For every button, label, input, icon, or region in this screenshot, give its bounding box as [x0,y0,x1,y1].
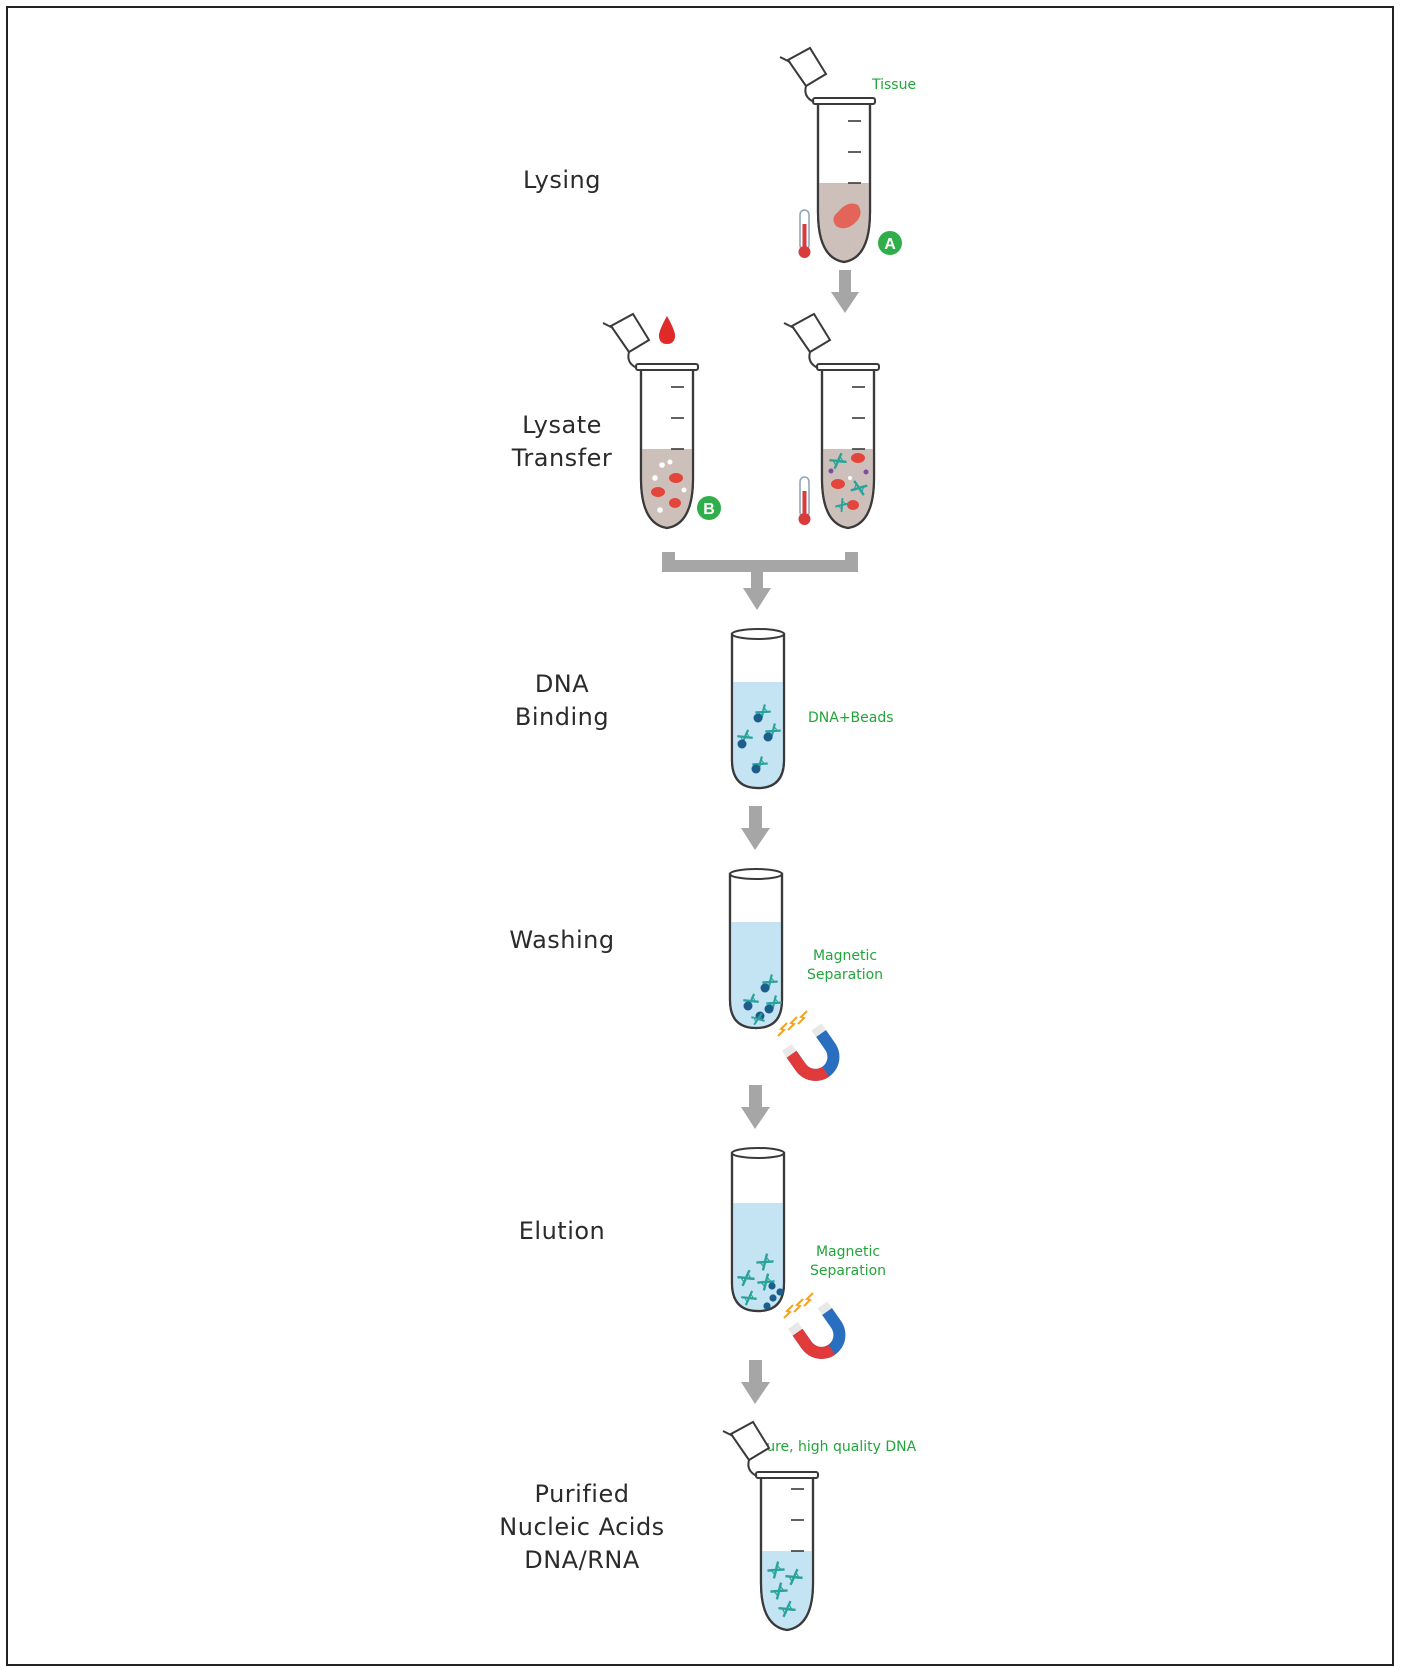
blood-drop-icon [658,316,676,344]
magnet-icon [788,1301,846,1359]
step-label-washing: Washing [432,924,692,957]
step-label-purified-line1: Purified [534,1480,630,1508]
microtube-purified [722,1420,819,1632]
step-label-purified: Purified Nucleic Acids DNA/RNA [452,1478,712,1577]
step-label-elution-text: Elution [518,1217,606,1245]
step-label-dna-binding: DNA Binding [432,668,692,734]
badge-b-icon: B [697,496,721,520]
note-magnetic-line2: Separation [809,1263,887,1279]
note-pure-dna: Pure, high quality DNA [758,1439,917,1455]
arrow-down-icon [741,1085,770,1129]
step-label-lysate-line1: Lysate [522,411,602,439]
step-label-elution: Elution [432,1215,692,1248]
magnet-icon [782,1023,840,1081]
step-label-lysate-line2: Transfer [511,444,613,472]
step-label-purified-line2: Nucleic Acids [499,1513,665,1541]
arrow-down-icon [741,1360,770,1404]
arrow-down-icon [831,270,859,313]
thermometer-icon [798,209,811,258]
step-label-lysate-transfer: Lysate Transfer [432,409,692,475]
microtube-lysing [779,46,876,264]
step-label-lysing: Lysing [432,164,692,197]
tissue-piece [833,203,861,229]
note-magnetic-line2: Separation [806,967,884,983]
tube-elution [730,1147,786,1313]
step-label-dna-binding-line2: Binding [514,703,610,731]
note-dna-beads: DNA+Beads [808,710,894,726]
merge-arrow-icon [662,552,858,610]
note-magnetic-separation-elution: Magnetic Separation [798,1243,898,1281]
magnetic-force-icon [783,1292,814,1319]
microtube-lysate [783,312,880,530]
thermometer-icon [798,476,811,525]
svg-text:B: B [703,501,715,518]
step-label-dna-binding-line1: DNA [534,670,590,698]
arrow-down-icon [741,806,770,850]
note-magnetic-line1: Magnetic [815,1244,881,1260]
note-magnetic-line1: Magnetic [812,948,878,964]
svg-text:A: A [884,236,896,253]
note-magnetic-separation-washing: Magnetic Separation [795,947,895,985]
step-label-purified-line3: DNA/RNA [524,1546,640,1574]
tube-washing [728,868,784,1030]
magnetic-force-icon [777,1010,808,1037]
microtube-blood [602,312,699,530]
step-label-washing-text: Washing [509,926,615,954]
step-label-lysing-text: Lysing [523,166,601,194]
tube-dna-binding [730,628,786,790]
badge-a-icon: A [878,231,902,255]
note-tissue: Tissue [872,77,917,93]
